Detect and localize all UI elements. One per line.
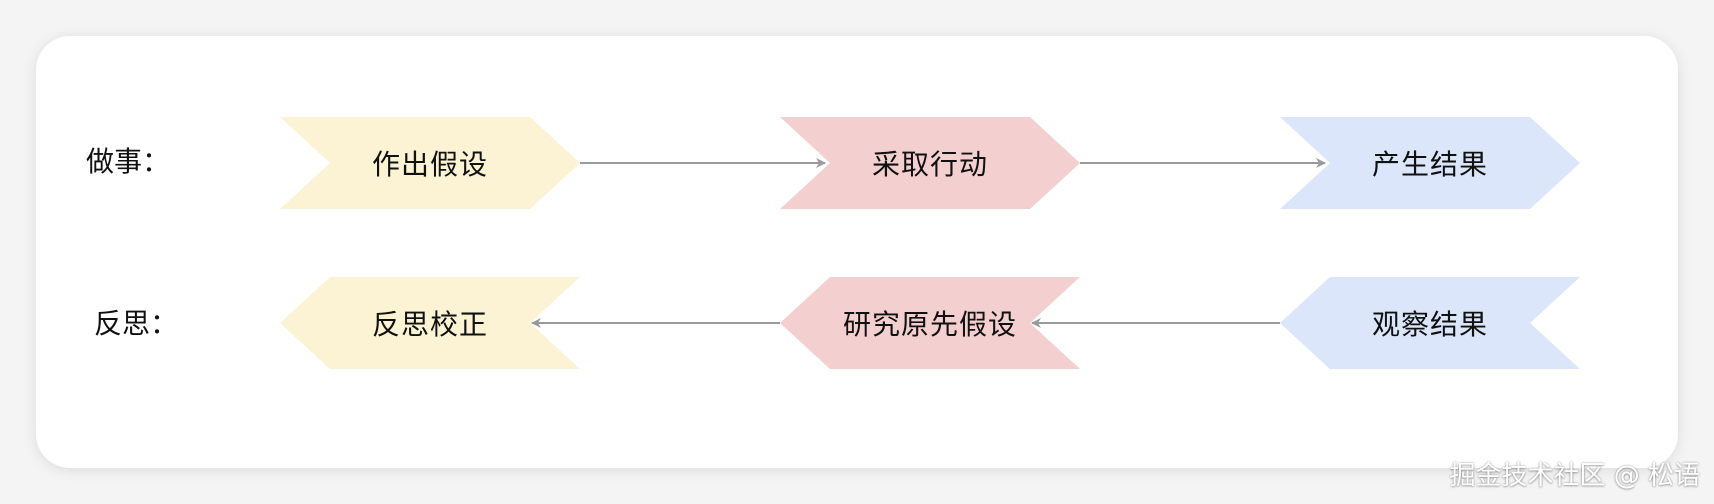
step-label: 采取行动 xyxy=(871,148,988,181)
step-observe-result: 观察结果 xyxy=(1280,277,1580,369)
step-study-original-hypothesis: 研究原先假设 xyxy=(780,277,1080,369)
row-label-reflecting: 反思： xyxy=(94,307,179,340)
watermark-text: 掘金技术社区 @ 松语 xyxy=(1449,461,1700,491)
chevron-right-shape xyxy=(280,117,580,209)
step-label: 反思校正 xyxy=(371,308,488,341)
step-label: 观察结果 xyxy=(1371,308,1488,341)
step-reflect-correct: 反思校正 xyxy=(280,277,580,369)
step-make-hypothesis: 作出假设 xyxy=(280,117,580,209)
chevron-right-shape xyxy=(1280,117,1580,209)
chevron-left-shape xyxy=(280,277,580,369)
step-label: 产生结果 xyxy=(1371,148,1488,181)
chevron-left-shape xyxy=(780,277,1080,369)
row-label-doing: 做事： xyxy=(86,145,171,178)
step-label: 作出假设 xyxy=(371,148,488,181)
step-label: 研究原先假设 xyxy=(842,308,1017,341)
step-take-action: 采取行动 xyxy=(780,117,1080,209)
diagram-card xyxy=(36,36,1678,468)
chevron-left-shape xyxy=(1280,277,1580,369)
step-produce-result: 产生结果 xyxy=(1280,117,1580,209)
chevron-right-shape xyxy=(780,117,1080,209)
